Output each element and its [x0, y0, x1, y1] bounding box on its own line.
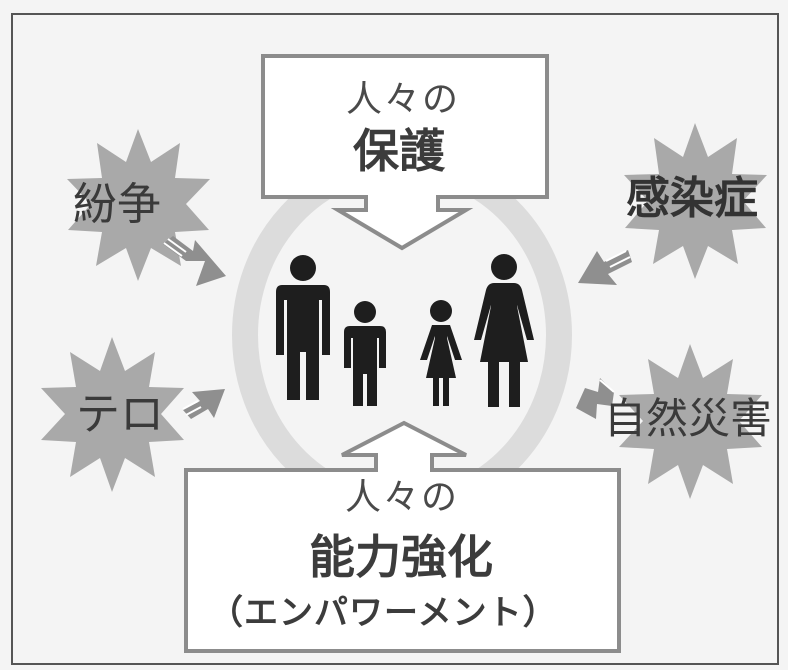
man-figure: [276, 255, 330, 400]
terrorism-star: [41, 337, 184, 492]
protection-title: 保護: [353, 124, 445, 178]
infectious-disease-star: [624, 123, 767, 279]
empowerment-line1: 人々の: [345, 477, 460, 518]
protection-box: [261, 54, 549, 251]
infectious-disease-arrow: [578, 250, 632, 285]
conflict-arrow: [163, 236, 226, 286]
natural-disaster-arrow: [576, 378, 615, 419]
conflict-label: 紛争: [73, 179, 161, 230]
terrorism-label: テロ: [76, 389, 164, 440]
terrorism-arrow: [182, 389, 225, 419]
empowerment-subtitle: （エンパワーメント）: [209, 593, 558, 633]
infectious-disease-label: 感染症: [626, 173, 758, 224]
natural-disaster-star: [619, 344, 762, 499]
girl-figure: [420, 300, 462, 406]
boy-figure: [344, 301, 386, 406]
protection-line1: 人々の: [346, 79, 461, 120]
outer-frame: [11, 13, 779, 665]
natural-disaster-label: 自然災害: [604, 394, 773, 443]
people-group: [276, 254, 534, 407]
empowerment-box: [184, 420, 621, 653]
empowerment-title: 能力強化: [309, 530, 493, 584]
woman-figure: [474, 254, 534, 407]
